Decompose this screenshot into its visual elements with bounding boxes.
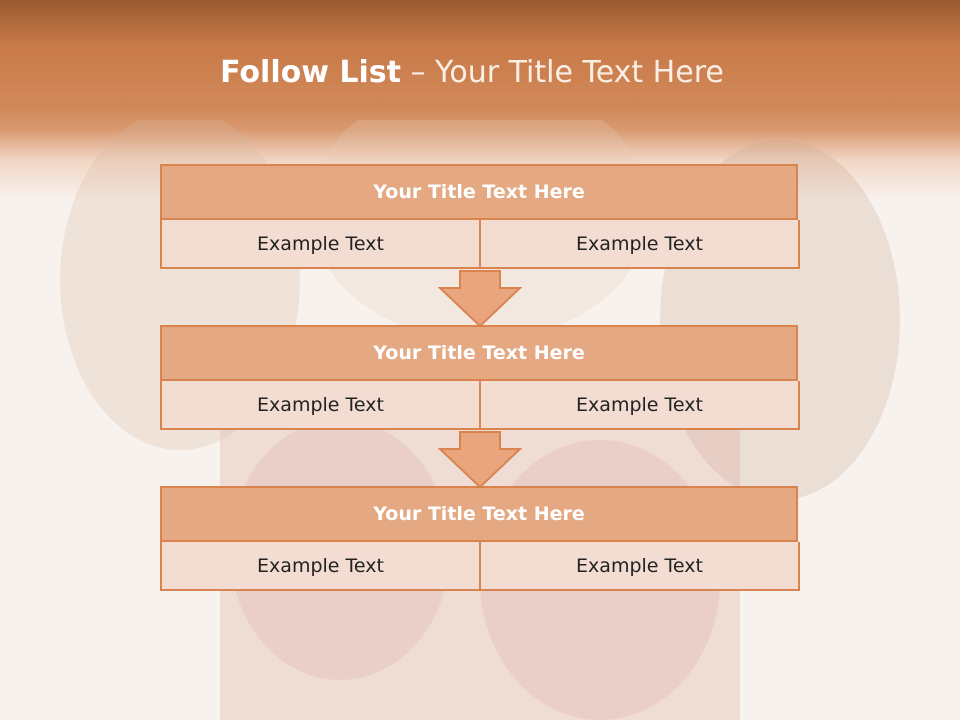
block-cell-right: Example Text — [481, 542, 800, 591]
block-title: Your Title Text Here — [160, 325, 798, 381]
block-row: Example Text Example Text — [160, 381, 800, 430]
slide-title-rest: – Your Title Text Here — [400, 55, 724, 90]
down-arrow-icon — [438, 270, 522, 328]
slide-title-bold: Follow List — [220, 55, 401, 90]
block-row: Example Text Example Text — [160, 542, 800, 591]
block-cell-left: Example Text — [160, 542, 481, 591]
block-title: Your Title Text Here — [160, 486, 798, 542]
slide-title: Follow List – Your Title Text Here — [0, 55, 944, 90]
block-row: Example Text Example Text — [160, 220, 800, 269]
down-arrow-icon — [438, 431, 522, 489]
follow-block-3: Your Title Text Here Example Text Exampl… — [160, 486, 800, 591]
block-cell-left: Example Text — [160, 220, 481, 269]
block-cell-left: Example Text — [160, 381, 481, 430]
block-cell-right: Example Text — [481, 220, 800, 269]
follow-block-2: Your Title Text Here Example Text Exampl… — [160, 325, 800, 430]
follow-block-1: Your Title Text Here Example Text Exampl… — [160, 164, 800, 269]
block-cell-right: Example Text — [481, 381, 800, 430]
block-title: Your Title Text Here — [160, 164, 798, 220]
